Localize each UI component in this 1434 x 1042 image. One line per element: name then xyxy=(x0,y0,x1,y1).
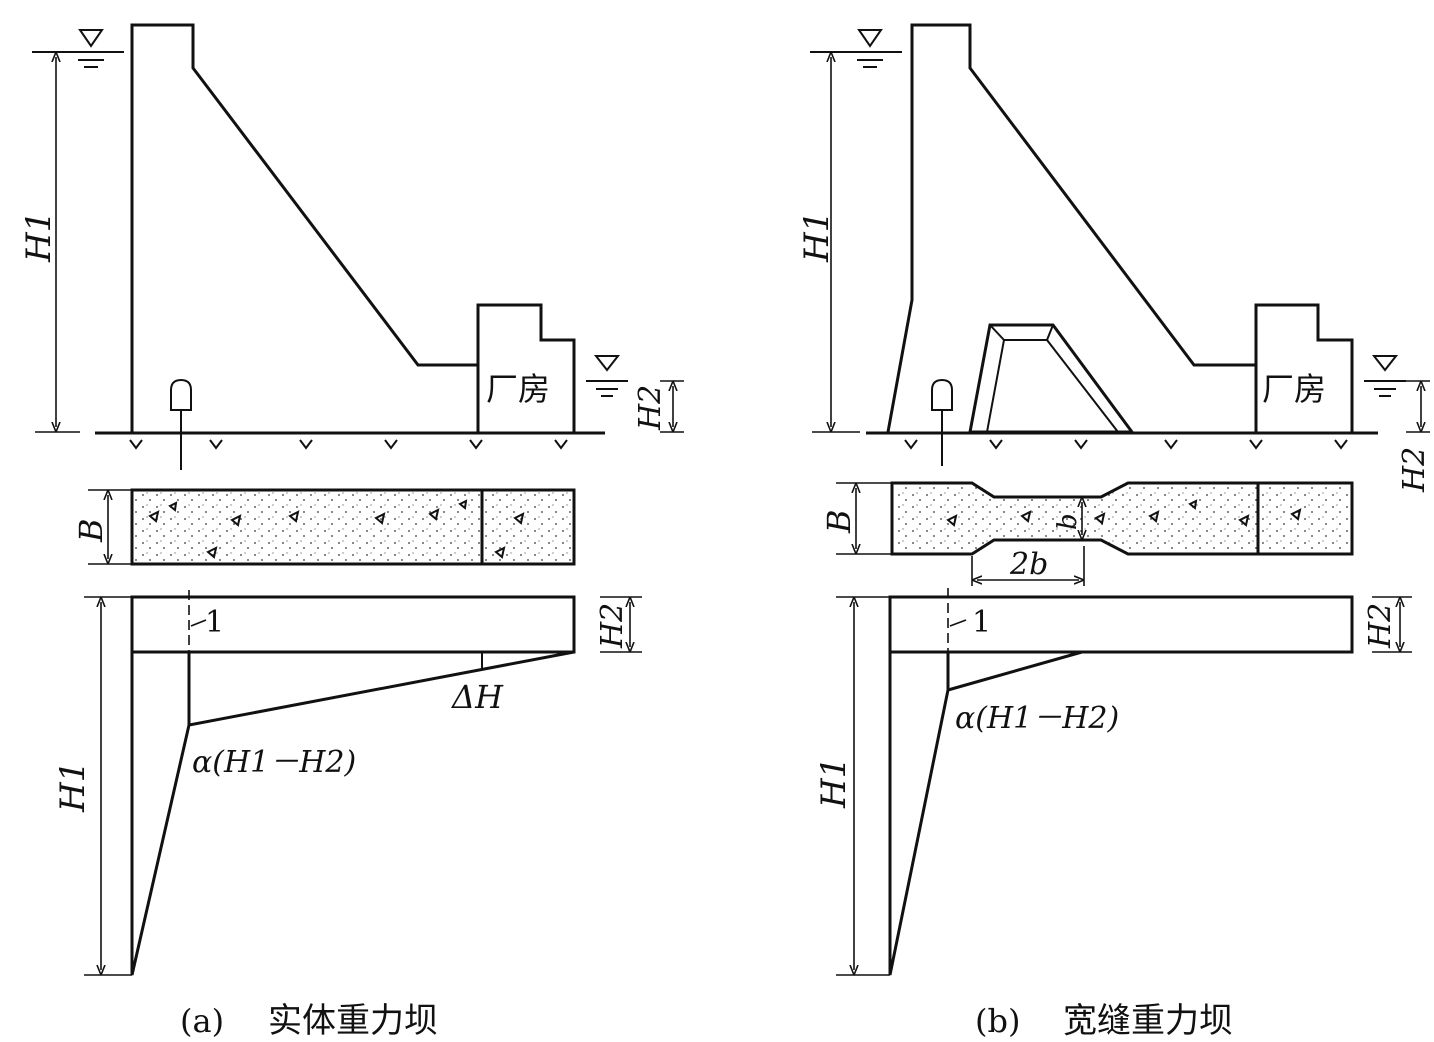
alpha-label-a: α(H1－H2) xyxy=(192,745,356,780)
one-label-b: 1 xyxy=(972,605,991,640)
h2-label-top-b: H2 xyxy=(1397,447,1432,493)
h2-label-bottom-a: H2 xyxy=(595,603,630,649)
drainage-gallery-b xyxy=(931,378,953,466)
powerhouse-a: 厂房 xyxy=(476,303,576,432)
alpha-label-b: α(H1－H2) xyxy=(955,701,1119,736)
dimension-h1-top-a: H1 xyxy=(19,51,80,433)
one-label-a: 1 xyxy=(205,605,224,640)
caption-text-b: 宽缝重力坝 xyxy=(1063,1001,1233,1041)
caption-tag-a: (a) xyxy=(180,1002,224,1040)
dimension-h2-top-b: H2 xyxy=(1397,380,1432,493)
aggregate-marks-a xyxy=(148,499,525,559)
dam-profile-b xyxy=(886,23,1256,433)
caption-tag-b: (b) xyxy=(975,1002,1020,1040)
ground-line-b xyxy=(866,431,1378,450)
panel-a: 厂房 xyxy=(19,23,684,1041)
h1-label-top-b: H1 xyxy=(797,211,837,263)
water-level-upstream-b xyxy=(810,29,902,68)
h1-label-top-a: H1 xyxy=(19,211,59,263)
ground-hatch-b xyxy=(904,439,1348,450)
plan-view-b: b 2b B xyxy=(820,481,1354,586)
uplift-diagram-b: 1 α(H1－H2) H1 H2 xyxy=(814,588,1412,976)
panel-b: 厂房 xyxy=(797,23,1432,1041)
b-small-label-b: b xyxy=(1053,513,1083,530)
wide-slot-b xyxy=(968,323,1135,434)
water-level-downstream-a xyxy=(586,355,628,397)
h1-label-bottom-b: H1 xyxy=(814,757,854,809)
powerhouse-label-b: 厂房 xyxy=(1262,370,1326,408)
b-label-a: B xyxy=(72,518,110,543)
b-label-b: B xyxy=(820,509,858,534)
aggregate-marks-b xyxy=(946,499,1302,527)
two-b-label-b: 2b xyxy=(1009,547,1048,582)
powerhouse-label-a: 厂房 xyxy=(486,370,550,408)
dimension-h1-top-b: H1 xyxy=(797,57,860,433)
h2-label-bottom-b: H2 xyxy=(1363,603,1398,649)
plan-view-a: B xyxy=(72,488,576,566)
ground-hatch-a xyxy=(129,439,568,450)
dimension-h2-top-a: H2 xyxy=(633,380,684,433)
dam-profile-a xyxy=(130,23,478,432)
caption-text-a: 实体重力坝 xyxy=(268,1001,438,1041)
h2-label-top-a: H2 xyxy=(633,385,668,431)
water-level-upstream-a xyxy=(32,29,124,68)
drainage-gallery-a xyxy=(170,378,192,470)
water-level-downstream-b xyxy=(1364,355,1406,397)
ground-line-a xyxy=(95,431,605,450)
powerhouse-b: 厂房 xyxy=(1254,303,1354,432)
uplift-diagram-a: 1 ΔH α(H1－H2) H1 H2 xyxy=(53,590,642,976)
h1-label-bottom-a: H1 xyxy=(53,761,93,813)
delta-h-label-a: ΔH xyxy=(450,678,504,716)
